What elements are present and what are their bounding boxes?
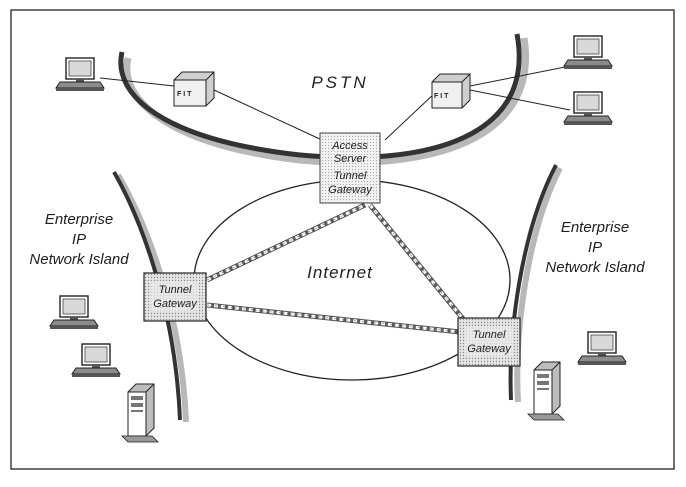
switch-label-left: F I T: [177, 91, 192, 98]
pstn-switch-left: F I T: [173, 71, 215, 107]
pc-enterprise-left-top-icon: [49, 295, 99, 330]
enterprise-right-label-1: Enterprise: [561, 219, 629, 236]
tunnel-gateway-left-label-2: Gateway: [153, 298, 198, 310]
pc-pstn-right-bottom-icon: [563, 91, 613, 126]
access-server-label-3: Tunnel: [334, 170, 367, 182]
diagram-border: [10, 9, 675, 470]
pstn-links: [99, 65, 571, 141]
enterprise-left-label-1: Enterprise: [45, 211, 113, 228]
tunnel-gateway-right: Tunnel Gateway: [457, 317, 521, 367]
enterprise-right-label-2: IP: [588, 239, 602, 256]
switch-label-right: F I T: [434, 93, 449, 100]
enterprise-left-label-3: Network Island: [29, 251, 129, 268]
enterprise-left-label-2: IP: [72, 231, 86, 248]
enterprise-right-boundary: [508, 164, 563, 403]
access-server-label-1: Access: [331, 140, 368, 152]
pc-enterprise-left-bottom-icon: [71, 343, 121, 378]
pstn-label: PSTN: [311, 73, 368, 92]
tunnel-gateway-left: Tunnel Gateway: [143, 272, 207, 322]
tunnel-links: [205, 202, 470, 335]
server-enterprise-right-icon: [527, 361, 565, 421]
server-enterprise-left-icon: [121, 383, 159, 443]
pstn-arc: [118, 33, 529, 166]
internet-label: Internet: [307, 263, 373, 282]
pc-pstn-left-icon: [55, 57, 105, 92]
tunnel-gateway-right-label-1: Tunnel: [473, 329, 506, 341]
enterprise-right-label-3: Network Island: [545, 259, 645, 276]
pstn-switch-right: F I T: [431, 73, 471, 109]
access-server-label-4: Gateway: [328, 184, 373, 196]
pc-enterprise-right-icon: [577, 331, 627, 366]
tunnel-gateway-right-label-2: Gateway: [467, 343, 512, 355]
access-server-node: Access Server Tunnel Gateway: [319, 132, 381, 204]
access-server-label-2: Server: [334, 153, 368, 165]
tunnel-gateway-left-label-1: Tunnel: [159, 284, 192, 296]
pc-pstn-right-top-icon: [563, 35, 613, 70]
